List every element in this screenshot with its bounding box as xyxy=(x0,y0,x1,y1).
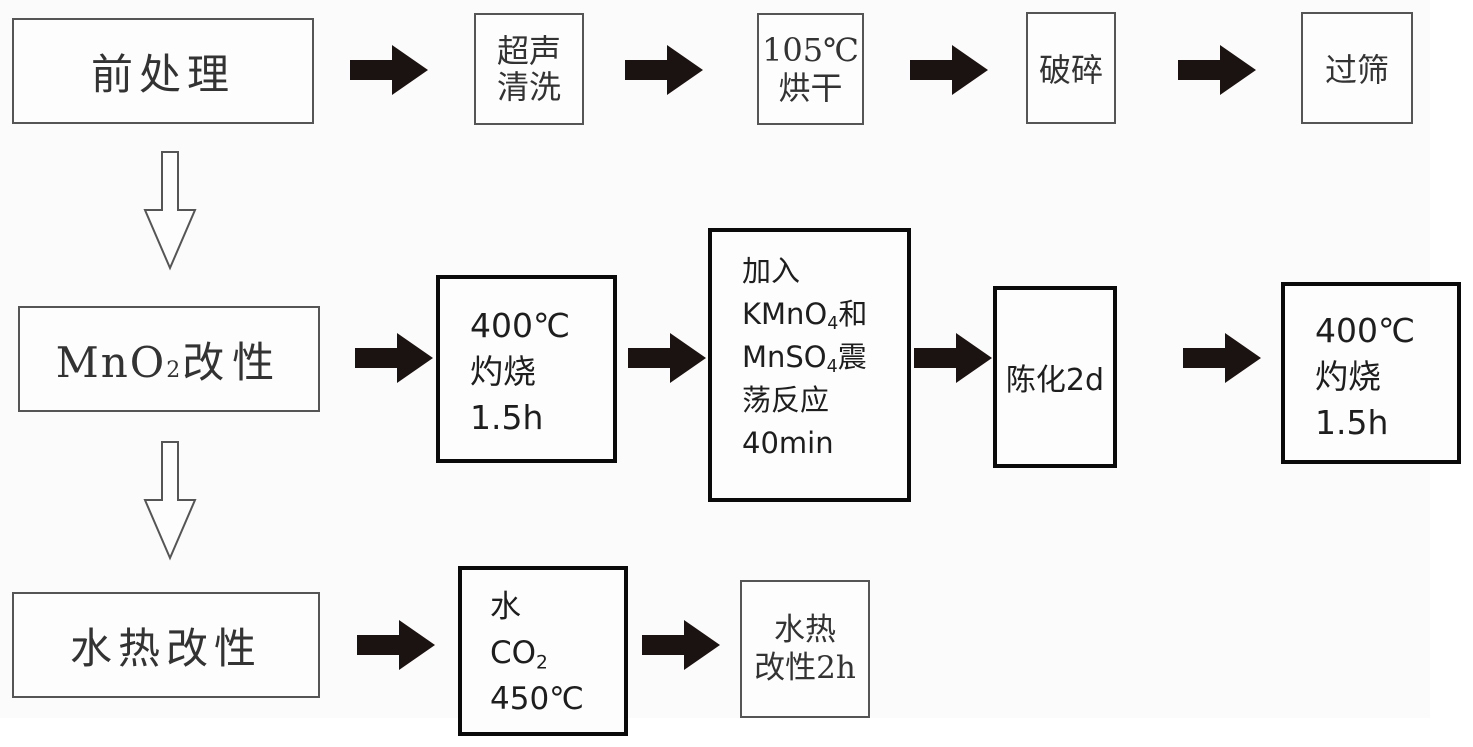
arrow-right-icon xyxy=(642,620,720,670)
pretreatment-box: 前处理 xyxy=(12,18,314,124)
step-text-line: 105℃ xyxy=(762,31,859,69)
step-text-line: 过筛 xyxy=(1324,51,1389,89)
step-ultrasonic-cleaning: 超声清洗 xyxy=(474,13,584,125)
step-text-line: 水热 xyxy=(773,612,836,648)
step-crushing: 破碎 xyxy=(1026,12,1116,124)
arrow-right-icon xyxy=(628,333,706,383)
step-text-line: 450℃ xyxy=(490,681,584,717)
step-text-line: 1.5h xyxy=(470,398,544,437)
step-text-line: 400℃ xyxy=(1315,311,1416,350)
step-kmno4-mnso4-reaction: 加入 KMnO4和 MnSO4震荡反应 40min xyxy=(708,228,911,502)
step-text-line: CO2 xyxy=(490,635,548,674)
hydrothermal-modification-box: 水热改性 xyxy=(12,592,320,698)
arrow-down-icon xyxy=(143,151,197,271)
pretreatment-label: 前处理 xyxy=(90,49,235,99)
step-water-co2: 水 CO2 450℃ xyxy=(458,566,628,736)
step-text-line: 灼烧 xyxy=(470,352,536,391)
arrow-right-icon xyxy=(350,45,428,95)
arrow-right-icon xyxy=(914,333,992,383)
mno2-modification-box: MnO2改性 xyxy=(18,306,320,412)
arrow-down-icon xyxy=(143,441,197,561)
step-calcination-1: 400℃ 灼烧 1.5h xyxy=(436,275,617,463)
step-text-line: MnSO4震 xyxy=(742,340,867,378)
hydrothermal-label: 水热改性 xyxy=(69,623,262,673)
arrow-right-icon xyxy=(1183,333,1261,383)
step-text-line: 荡反应 xyxy=(742,383,830,417)
step-aging: 陈化2d xyxy=(993,286,1117,468)
arrow-right-icon xyxy=(357,620,435,670)
step-text-line: 清洗 xyxy=(496,68,561,106)
arrow-right-icon xyxy=(355,333,433,383)
arrow-right-icon xyxy=(910,45,988,95)
step-text-line: 陈化2d xyxy=(1005,363,1105,398)
step-calcination-2: 400℃ 灼烧 1.5h xyxy=(1281,282,1461,464)
mno2-label: MnO2改性 xyxy=(55,337,283,387)
step-text-line: 超声 xyxy=(496,32,561,70)
arrow-right-icon xyxy=(1178,45,1256,95)
step-text-line: 400℃ xyxy=(470,306,571,345)
step-text-line: 加入 xyxy=(742,254,801,288)
step-text-line: 1.5h xyxy=(1315,403,1389,442)
step-text-line: 烘干 xyxy=(778,69,843,107)
step-sieving: 过筛 xyxy=(1301,12,1413,124)
step-text-line: KMnO4和 xyxy=(742,297,868,335)
arrow-right-icon xyxy=(625,45,703,95)
step-text-line: 水 xyxy=(490,589,521,625)
step-text-line: 40min xyxy=(742,426,834,460)
step-hydrothermal-2h: 水热改性2h xyxy=(740,580,870,718)
step-text-line: 改性2h xyxy=(754,650,856,686)
step-text-line: 灼烧 xyxy=(1315,357,1381,396)
step-text-line: 破碎 xyxy=(1038,51,1103,89)
